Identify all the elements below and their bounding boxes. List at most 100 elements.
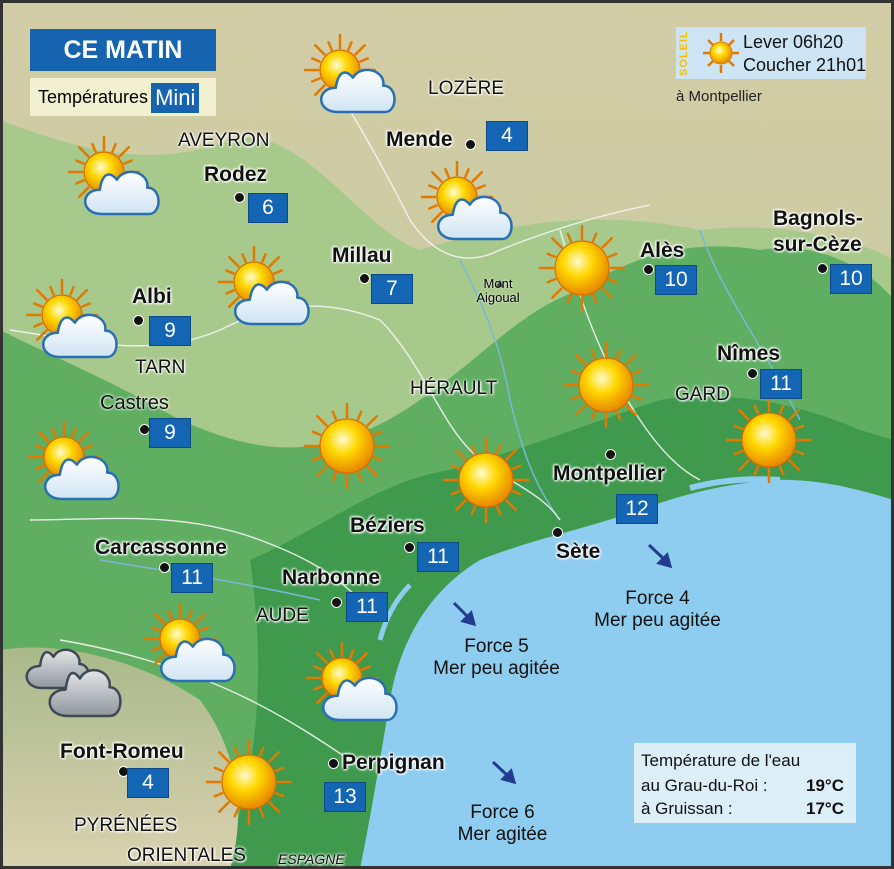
city-beziers-name: Béziers <box>350 514 425 537</box>
city-mende-marker <box>465 139 476 150</box>
water-temp-line2-label: à Gruissan : <box>641 799 733 818</box>
water-temp-line1-value: 19°C <box>806 776 844 795</box>
city-castres-name: Castres <box>100 392 169 414</box>
title-text: CE MATIN <box>63 36 183 64</box>
landmark-line1: Mont <box>483 276 513 291</box>
city-sete-name: Sète <box>556 540 601 563</box>
water-temperature-box <box>634 743 856 823</box>
soleil-label: SOLEIL <box>678 30 690 76</box>
city-mende-temp: 4 <box>486 121 528 151</box>
city-perpignan-name: Perpignan <box>342 751 445 774</box>
mountain-peak-marker <box>496 280 504 287</box>
city-fontromeu-temp: 4 <box>127 768 169 798</box>
city-rodez-temp: 6 <box>248 193 288 223</box>
sun-icon <box>703 33 739 73</box>
city-narbonne-name: Narbonne <box>282 566 381 589</box>
city-narbonne-temp: 11 <box>346 592 388 622</box>
city-castres-temp: 9 <box>149 418 191 448</box>
sunrise-text: Lever 06h20 <box>743 32 844 52</box>
region-lozere: LOZÈRE <box>428 78 505 99</box>
city-fontromeu-name: Font-Romeu <box>60 740 184 763</box>
city-albi-temp: 9 <box>149 316 191 346</box>
water-temp-line1-label: au Grau-du-Roi : <box>641 776 768 795</box>
water-temp-line2-value: 17°C <box>806 799 844 818</box>
city-nimes-marker <box>747 368 758 379</box>
city-rodez-name: Rodez <box>204 163 267 186</box>
city-montpellier-name: Montpellier <box>553 462 666 485</box>
city-bagnols-temp: 10 <box>830 264 872 294</box>
weather-icon-albi-west-sun-cloud <box>25 278 118 359</box>
weather-icon-mende-south-sun-cloud <box>420 160 513 241</box>
city-beziers-temp: 11 <box>417 542 459 572</box>
sea-state-east-force: Force 4 <box>625 588 690 609</box>
sun-reference-city: à Montpellier <box>676 88 762 105</box>
sea-state-south-force: Force 6 <box>470 802 535 823</box>
city-nimes-temp: 11 <box>760 369 802 399</box>
city-perpignan-marker <box>328 758 339 769</box>
city-beziers-marker <box>404 542 415 553</box>
city-millau-marker <box>359 273 370 284</box>
city-mende-name: Mende <box>386 128 453 151</box>
region-aude: AUDE <box>256 605 309 626</box>
city-bagnols-marker <box>817 263 828 274</box>
sea-state-east: Force 4 Mer peu agitée <box>575 588 740 632</box>
city-bagnols-line1: Bagnols- <box>773 207 863 230</box>
city-albi-name: Albi <box>132 285 172 308</box>
sea-state-middle-text: Mer peu agitée <box>433 658 560 679</box>
wind-arrow-east <box>647 543 673 569</box>
city-bagnols-name: Bagnols- sur-Cèze <box>773 206 863 258</box>
landmark-line2: Aigoual <box>476 290 520 305</box>
city-carcassonne-temp: 11 <box>171 563 213 593</box>
wind-arrow-south <box>491 760 517 785</box>
region-gard: GARD <box>675 384 730 405</box>
weather-icon-castres-west-sun-cloud <box>27 420 120 501</box>
weather-icon-nimes-south-sun <box>725 396 813 484</box>
region-pyrenees: PYRÉNÉES <box>74 815 178 836</box>
city-ales-name: Alès <box>640 239 685 262</box>
weather-icon-narbonne-south-sun-cloud <box>305 641 398 722</box>
city-rodez-marker <box>234 192 245 203</box>
city-millau-temp: 7 <box>371 274 413 304</box>
weather-icons <box>25 33 813 826</box>
sea-state-middle: Force 5 Mer peu agitée <box>414 636 579 680</box>
region-aveyron: AVEYRON <box>178 130 270 151</box>
title-badge: CE MATIN <box>30 29 216 71</box>
city-ales-marker <box>643 264 654 275</box>
water-temp-title: Température de l'eau <box>641 751 801 770</box>
region-herault: HÉRAULT <box>410 378 498 399</box>
weather-icon-lozere-west-sun-cloud <box>303 33 396 114</box>
city-sete-marker <box>552 527 563 538</box>
region-tarn: TARN <box>135 357 186 378</box>
weather-icon-ales-west-sun <box>538 224 626 312</box>
city-ales-temp: 10 <box>655 265 697 295</box>
sea-state-east-text: Mer peu agitée <box>594 610 721 631</box>
city-carcassonne-marker <box>159 562 170 573</box>
city-nimes-name: Nîmes <box>717 342 781 365</box>
landmark-mont-aigoual: Mont Aigoual <box>470 277 526 305</box>
city-albi-marker <box>133 315 144 326</box>
weather-icon-perpignan-west-sun <box>205 738 293 826</box>
city-bagnols-line2: sur-Cèze <box>773 233 862 256</box>
sea-state-middle-force: Force 5 <box>464 636 529 657</box>
subtitle-label: Températures <box>38 87 149 107</box>
wind-arrow-middle <box>452 601 477 627</box>
city-narbonne-marker <box>331 597 342 608</box>
sunset-text: Coucher 21h01 <box>743 55 867 75</box>
city-perpignan-temp: 13 <box>324 782 366 812</box>
weather-icon-gard-west-sun <box>562 341 650 429</box>
sea-state-south-text: Mer agitée <box>457 824 548 845</box>
weather-icon-aveyron-west-sun-cloud <box>67 135 160 216</box>
weather-icon-aude-south-sun-cloud <box>143 602 236 683</box>
weather-icon-beziers-east-sun <box>442 436 530 524</box>
region-espagne: ESPAGNE <box>278 851 345 867</box>
city-montpellier-marker <box>605 449 616 460</box>
sea-state-south: Force 6 Mer agitée <box>440 802 565 846</box>
weather-icon-pyrenees-west-cloudy <box>25 648 122 718</box>
subtitle-value: Mini <box>151 83 200 114</box>
weather-icon-rodez-south-sun-cloud <box>217 245 310 326</box>
city-millau-name: Millau <box>332 244 392 267</box>
region-orientales: ORIENTALES <box>127 845 246 866</box>
